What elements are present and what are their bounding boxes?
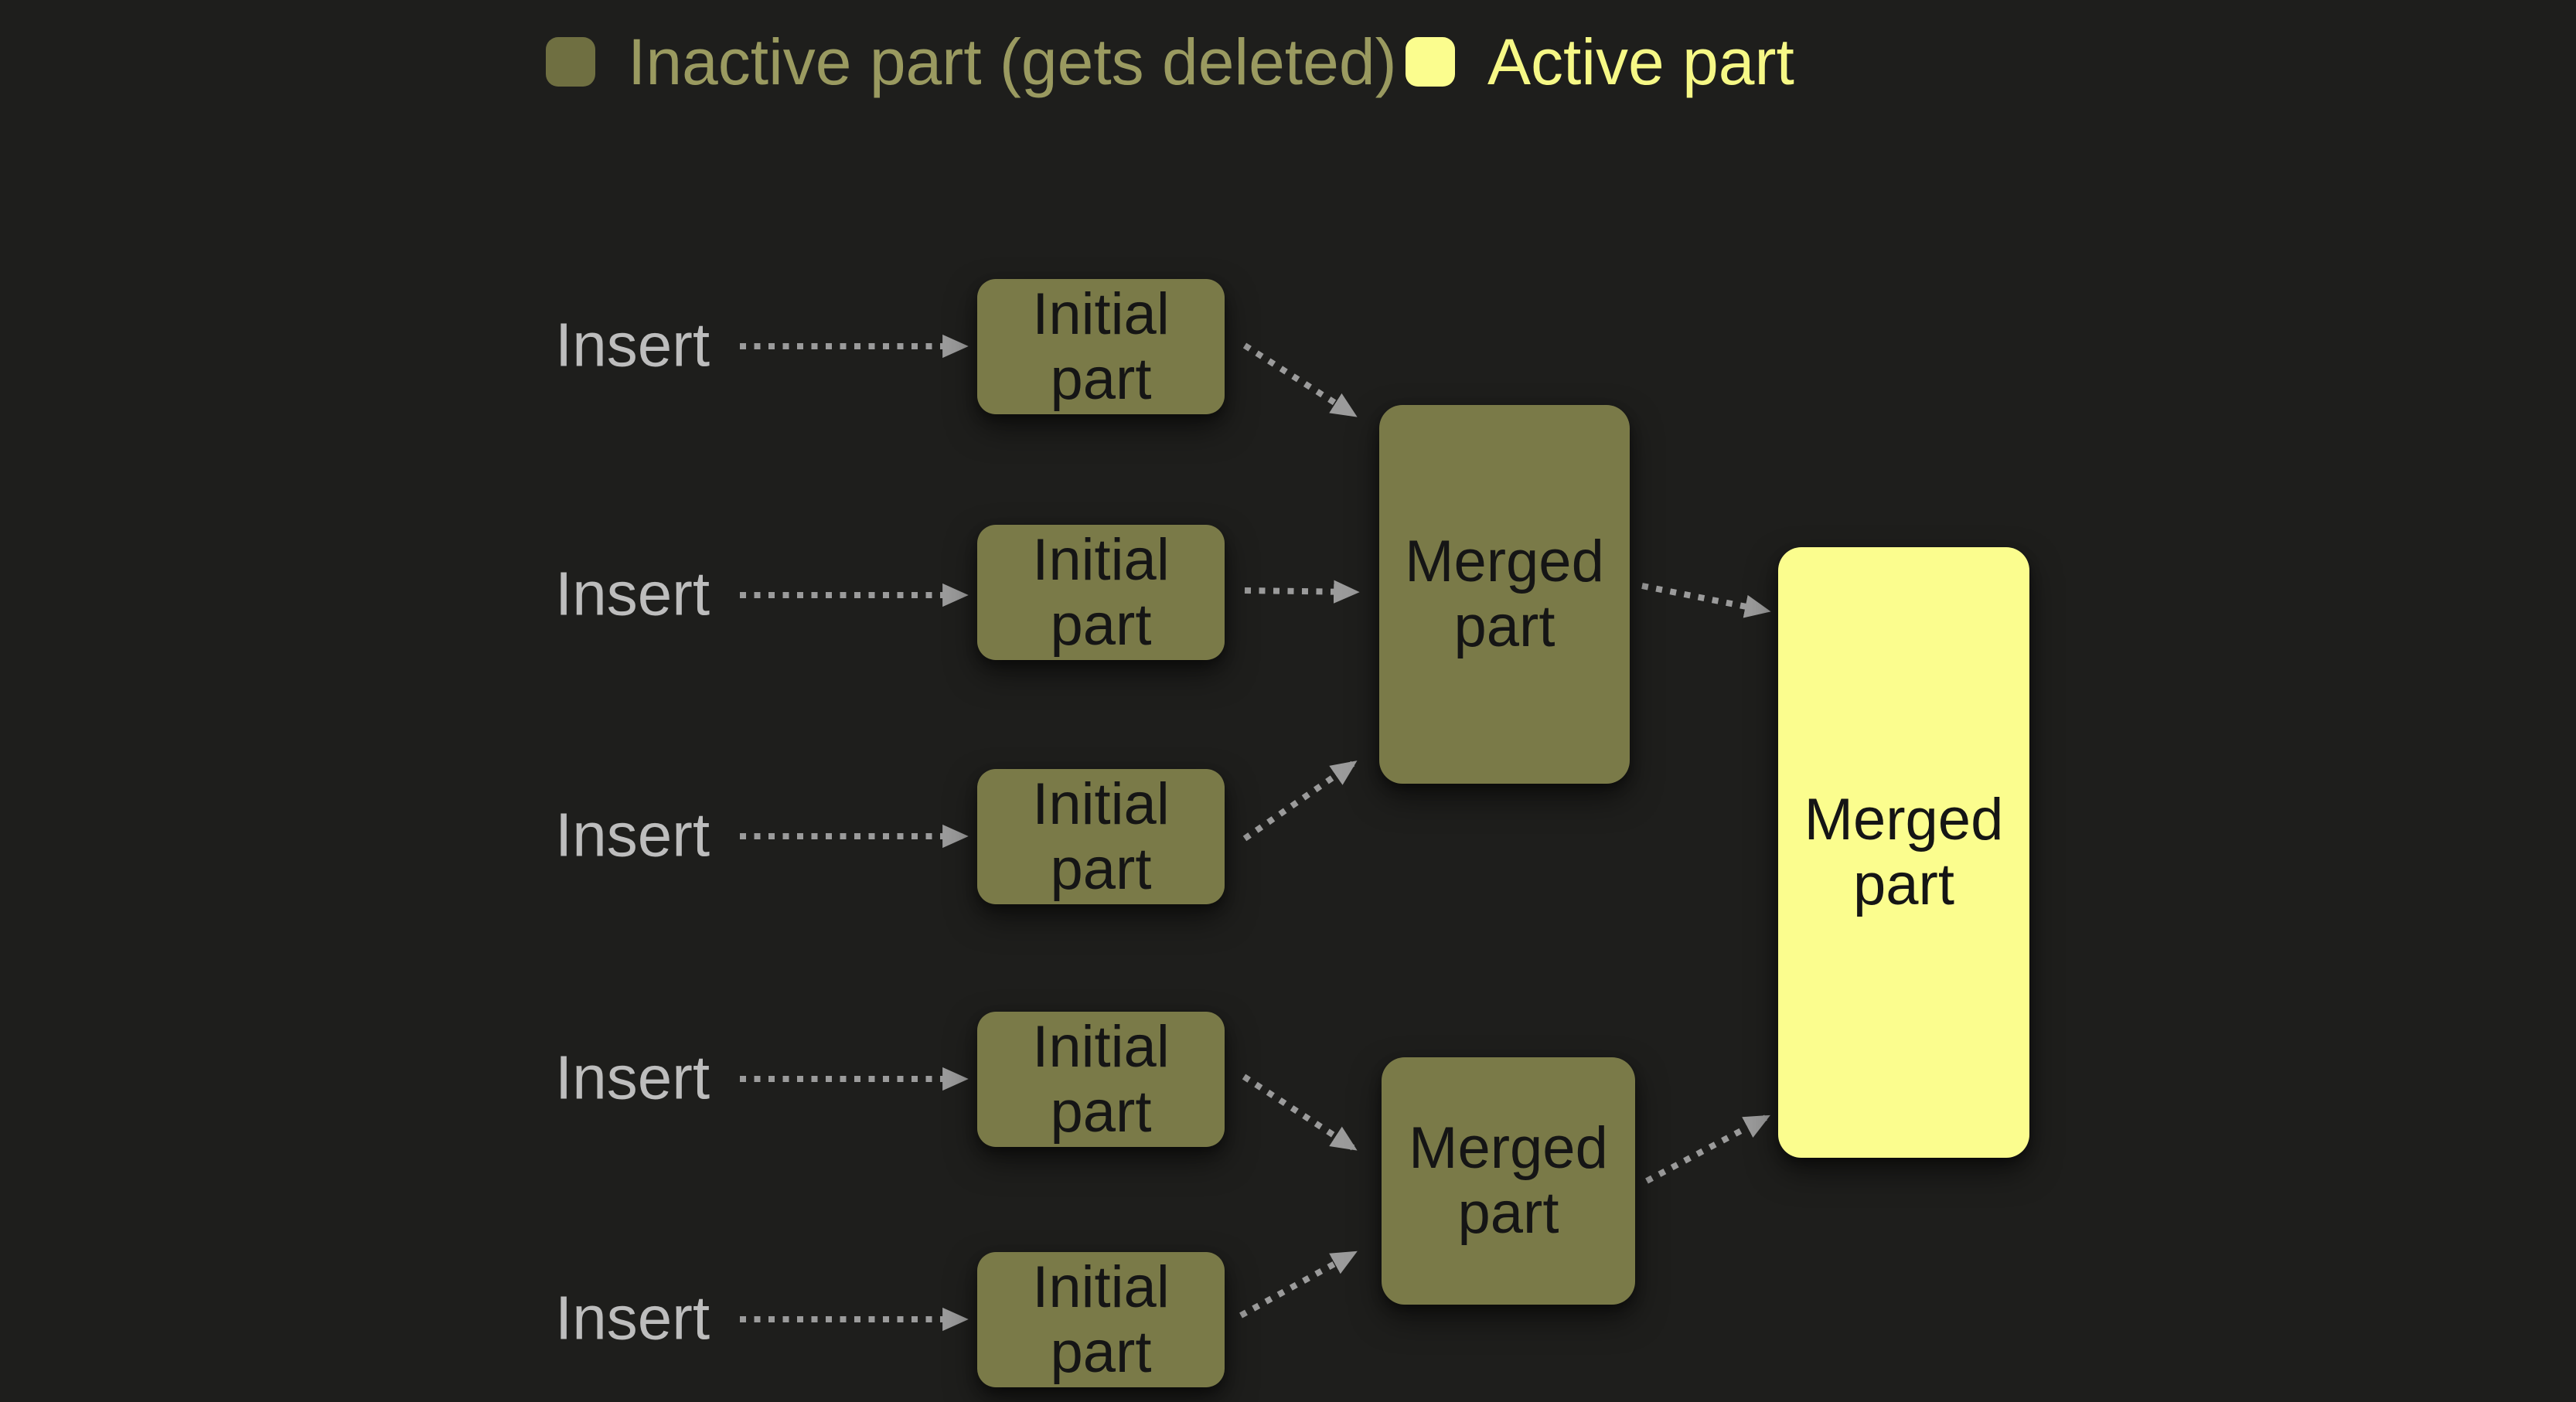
active-color-swatch-icon bbox=[1406, 37, 1455, 87]
node-label-line: part bbox=[1853, 852, 1954, 917]
insert-label-4: Insert bbox=[555, 1043, 710, 1112]
node-label-line: part bbox=[1050, 1319, 1152, 1385]
legend-item-active: Active part bbox=[1406, 26, 1794, 98]
node-label-line: part bbox=[1457, 1180, 1559, 1246]
initial-3-to-merged-1 bbox=[1242, 761, 1358, 842]
initial-1-to-merged-1 bbox=[1242, 342, 1358, 417]
insert-label-2: Insert bbox=[555, 559, 710, 628]
initial-5-to-merged-2 bbox=[1239, 1251, 1358, 1319]
node-label-line: Initial bbox=[1032, 281, 1170, 347]
initial-2-to-merged-1 bbox=[1244, 580, 1360, 604]
inactive-color-swatch-icon bbox=[546, 37, 595, 87]
node-label-line: part bbox=[1050, 1078, 1152, 1145]
node-label-line: Initial bbox=[1032, 1254, 1170, 1320]
merged-1-to-final bbox=[1641, 583, 1771, 618]
node-label-line: Merged bbox=[1409, 1115, 1608, 1182]
node-label-line: Merged bbox=[1405, 529, 1604, 595]
node-label-line: part bbox=[1453, 594, 1555, 659]
node-label-line: Initial bbox=[1032, 771, 1170, 837]
merged-2-to-final bbox=[1645, 1114, 1770, 1184]
insert-label-1: Insert bbox=[555, 310, 710, 379]
legend-label-active: Active part bbox=[1487, 26, 1794, 98]
insert-label-5: Insert bbox=[555, 1283, 710, 1353]
legend-item-inactive: Inactive part (gets deleted) bbox=[546, 26, 1397, 98]
node-label-line: part bbox=[1050, 591, 1152, 658]
node-label-line: Initial bbox=[1032, 526, 1170, 593]
node-label-line: Initial bbox=[1032, 1013, 1170, 1080]
legend-label-inactive: Inactive part (gets deleted) bbox=[628, 26, 1397, 98]
node-label-line: part bbox=[1050, 345, 1152, 412]
insert-label-3: Insert bbox=[555, 800, 710, 869]
node-label-line: Merged bbox=[1804, 787, 2004, 853]
node-label-line: part bbox=[1050, 835, 1152, 902]
initial-4-to-merged-2 bbox=[1242, 1074, 1358, 1151]
